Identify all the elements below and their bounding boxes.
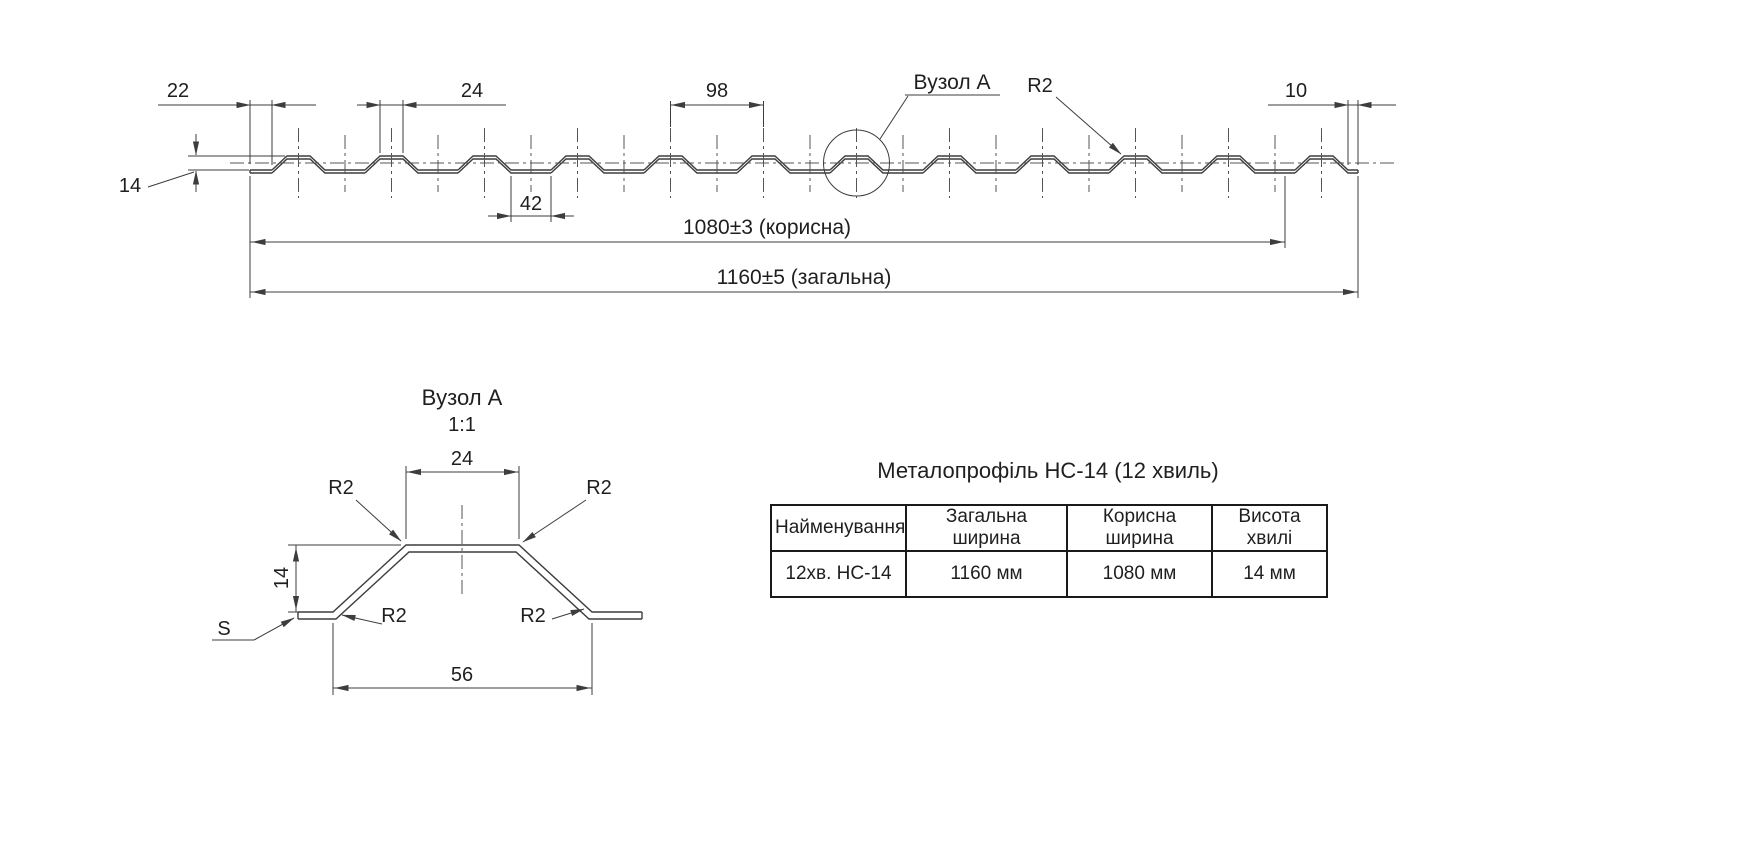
detail-dimension-height: 14 bbox=[271, 544, 401, 613]
main-profile-view: 22 24 98 10 14 bbox=[119, 71, 1396, 298]
dim-10-label: 10 bbox=[1285, 80, 1307, 102]
dimension-flat-width: 42 bbox=[488, 176, 574, 222]
detail-dimension-base: 56 bbox=[332, 623, 593, 695]
detail-r2-bl-label: R2 bbox=[381, 605, 407, 627]
cell-name: 12хв. НС-14 bbox=[770, 550, 907, 598]
detail-r2-tl-label: R2 bbox=[328, 477, 354, 499]
header-total-width: Загальна ширина bbox=[905, 504, 1068, 552]
flat-centerlines bbox=[344, 135, 1276, 192]
dim-r2-main-label: R2 bbox=[1027, 75, 1053, 97]
detail-radius-bottom-left: R2 bbox=[341, 605, 407, 627]
cell-wave-height: 14 мм bbox=[1211, 550, 1328, 598]
table-row: 12хв. НС-14 1160 мм 1080 мм 14 мм bbox=[770, 550, 1328, 598]
detail-view: Вузол А 1:1 24 R2 R2 bbox=[212, 385, 643, 695]
detail-title: Вузол А bbox=[422, 385, 503, 410]
detail-dim-24-label: 24 bbox=[451, 448, 473, 470]
dimension-total-width: 1160±5 (загальна) bbox=[250, 176, 1359, 298]
dim-14-label: 14 bbox=[119, 175, 141, 197]
dim-1080-label: 1080±3 (корисна) bbox=[683, 216, 851, 239]
detail-radius-bottom-right: R2 bbox=[520, 605, 585, 627]
wave-centerlines bbox=[298, 128, 1322, 198]
dimension-edge-left: 22 bbox=[158, 80, 316, 165]
detail-s-label: S bbox=[217, 618, 230, 640]
dim-22-label: 22 bbox=[167, 80, 189, 102]
detail-dim-14-label: 14 bbox=[271, 567, 293, 589]
dim-24-label: 24 bbox=[461, 80, 483, 102]
dimension-wave-height: 14 bbox=[119, 134, 285, 197]
radius-callout-main: R2 bbox=[1027, 75, 1122, 155]
detail-scale: 1:1 bbox=[448, 414, 476, 436]
detail-radius-top-right: R2 bbox=[522, 477, 612, 543]
header-wave-height: Висота хвилі bbox=[1211, 504, 1328, 552]
dimension-crest-width: 24 bbox=[357, 80, 506, 153]
cell-total-width: 1160 мм bbox=[905, 550, 1068, 598]
centerlines bbox=[230, 128, 1395, 198]
detail-circle bbox=[823, 129, 890, 197]
spec-table-block: Металопрофіль НС-14 (12 хвиль) Найменува… bbox=[770, 458, 1328, 598]
table-header-row: Найменування Загальна ширина Корисна шир… bbox=[770, 504, 1328, 552]
node-a-callout: Вузол А bbox=[823, 71, 1000, 197]
dim-42-label: 42 bbox=[520, 193, 542, 215]
detail-r2-tr-label: R2 bbox=[586, 477, 612, 499]
spec-table: Найменування Загальна ширина Корисна шир… bbox=[770, 504, 1328, 598]
detail-radius-top-left: R2 bbox=[328, 477, 402, 542]
detail-dim-56-label: 56 bbox=[451, 664, 473, 686]
header-name: Найменування bbox=[770, 504, 907, 552]
profile-outline bbox=[249, 155, 1359, 174]
dim-98-label: 98 bbox=[706, 80, 728, 102]
node-a-callout-label: Вузол А bbox=[914, 71, 991, 94]
detail-dimension-crest: 24 bbox=[405, 448, 520, 539]
dimension-useful-width: 1080±3 (корисна) bbox=[249, 176, 1286, 298]
detail-thickness-callout: S bbox=[212, 617, 295, 641]
table-title: Металопрофіль НС-14 (12 хвиль) bbox=[877, 458, 1219, 483]
header-useful-width: Корисна ширина bbox=[1066, 504, 1213, 552]
detail-profile-outline bbox=[297, 544, 643, 620]
dimension-pitch: 98 bbox=[670, 80, 764, 127]
cell-useful-width: 1080 мм bbox=[1066, 550, 1213, 598]
dimension-edge-right: 10 bbox=[1268, 80, 1396, 165]
detail-r2-br-label: R2 bbox=[520, 605, 546, 627]
dim-1160-label: 1160±5 (загальна) bbox=[717, 266, 892, 289]
